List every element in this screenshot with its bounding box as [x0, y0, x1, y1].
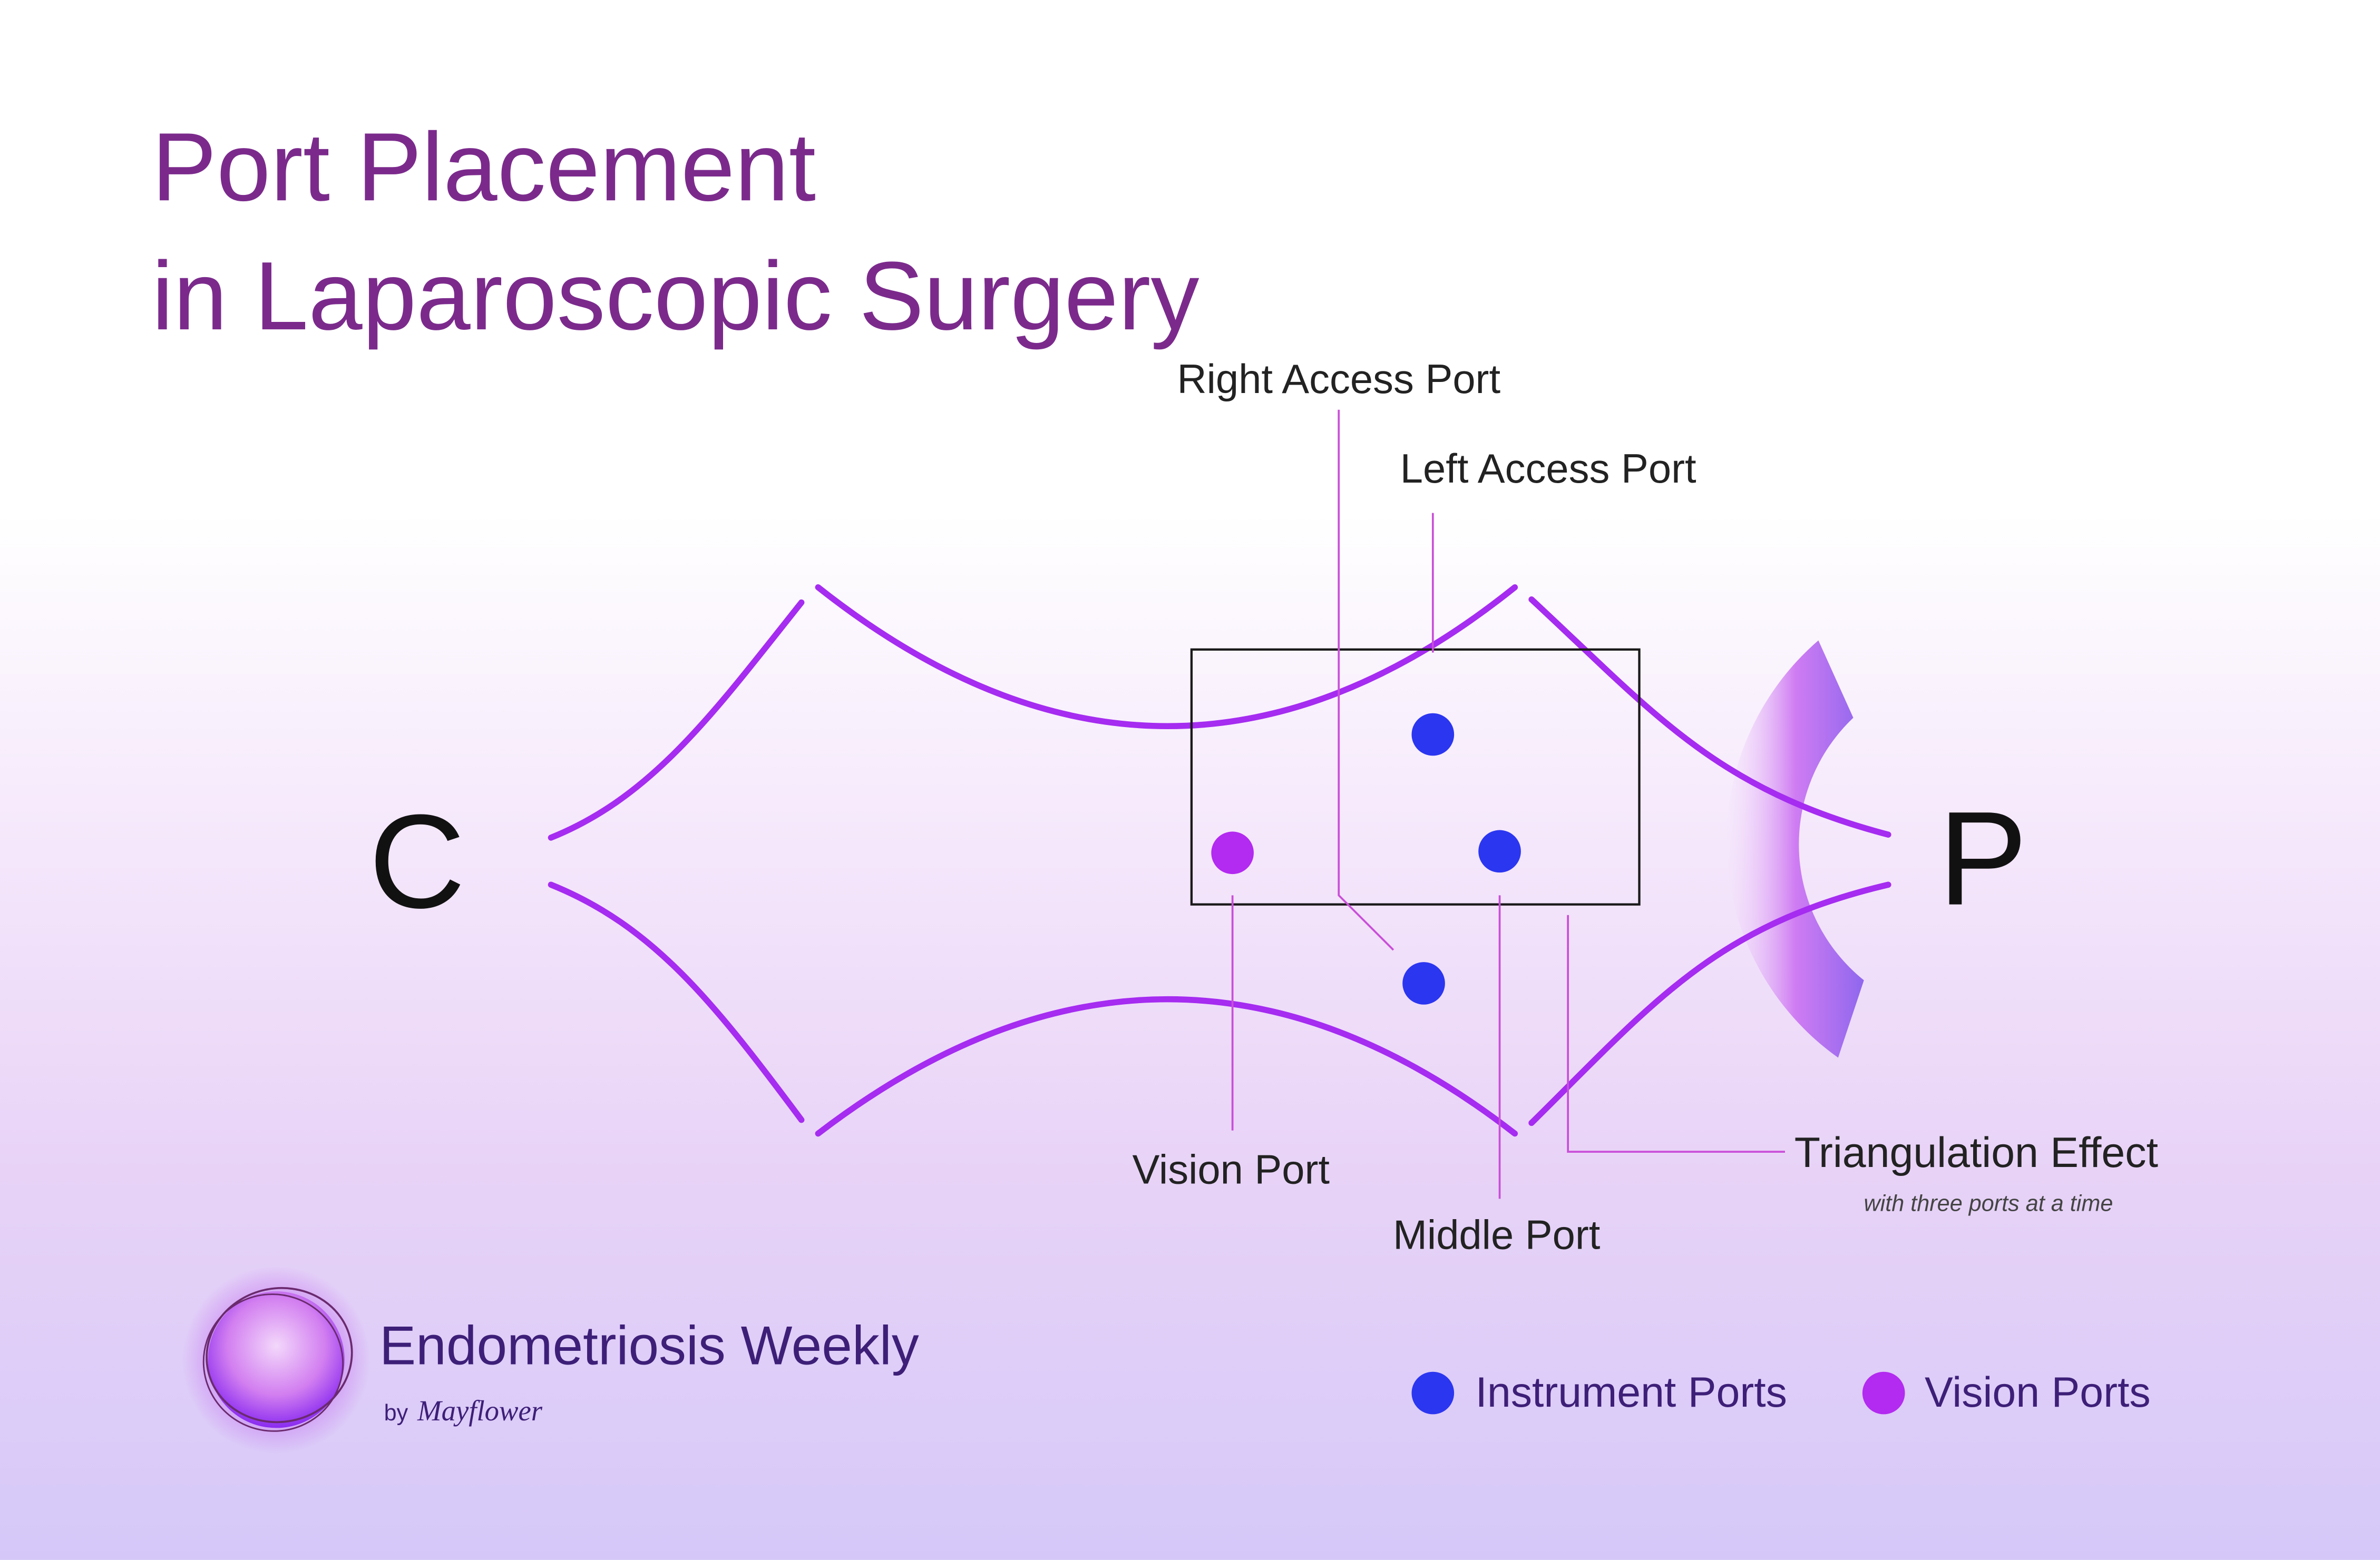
label-triangulation-effect: Triangulation Effect [1794, 1129, 2158, 1176]
legend: Instrument Ports Vision Ports [1411, 1369, 2151, 1416]
outline-lower-right [1528, 881, 1891, 1126]
leader-right-access-port [1338, 409, 1394, 951]
middle-port-dot [1478, 830, 1521, 873]
outline-lower-middle [815, 996, 1518, 1137]
label-middle-port: Middle Port [1393, 1212, 1601, 1258]
brand-name: Endometriosis Weekly [379, 1314, 919, 1376]
right-letter: P [1938, 784, 2027, 933]
legend-instrument-swatch [1411, 1371, 1455, 1415]
legend-instrument-label: Instrument Ports [1475, 1369, 1787, 1416]
logo-ring-2 [202, 1293, 344, 1432]
brand-by: by [384, 1400, 408, 1426]
logo-ring [206, 1287, 353, 1424]
right-access-port-dot [1402, 962, 1445, 1005]
outline-upper-left [548, 599, 805, 841]
leader-lines [1231, 409, 1785, 1199]
abdomen-outline [548, 584, 1891, 1137]
label-vision-port: Vision Port [1132, 1147, 1330, 1193]
left-access-port-dot [1411, 713, 1455, 756]
label-triangulation-subtitle: with three ports at a time [1864, 1191, 2113, 1216]
logo-orb [208, 1291, 345, 1428]
legend-vision-swatch [1862, 1371, 1905, 1415]
outline-upper-middle [815, 584, 1518, 730]
vision-port-dot [1211, 831, 1254, 875]
brand-publisher: Mayflower [417, 1395, 543, 1427]
focus-rectangle [1190, 648, 1641, 906]
label-right-access-port: Right Access Port [1177, 357, 1500, 402]
brand-logo [182, 1265, 370, 1454]
outline-upper-right [1528, 596, 1891, 838]
label-left-access-port: Left Access Port [1400, 446, 1696, 492]
legend-vision-label: Vision Ports [1925, 1369, 2151, 1416]
page-title-line-1: Port Placement [152, 113, 816, 221]
leader-triangulation-effect [1567, 915, 1785, 1153]
outline-lower-left [548, 881, 805, 1123]
left-letter: C [369, 787, 465, 936]
page-title-line-2: in Laparoscopic Surgery [152, 242, 1199, 350]
triangulation-arc [1726, 640, 1864, 1058]
